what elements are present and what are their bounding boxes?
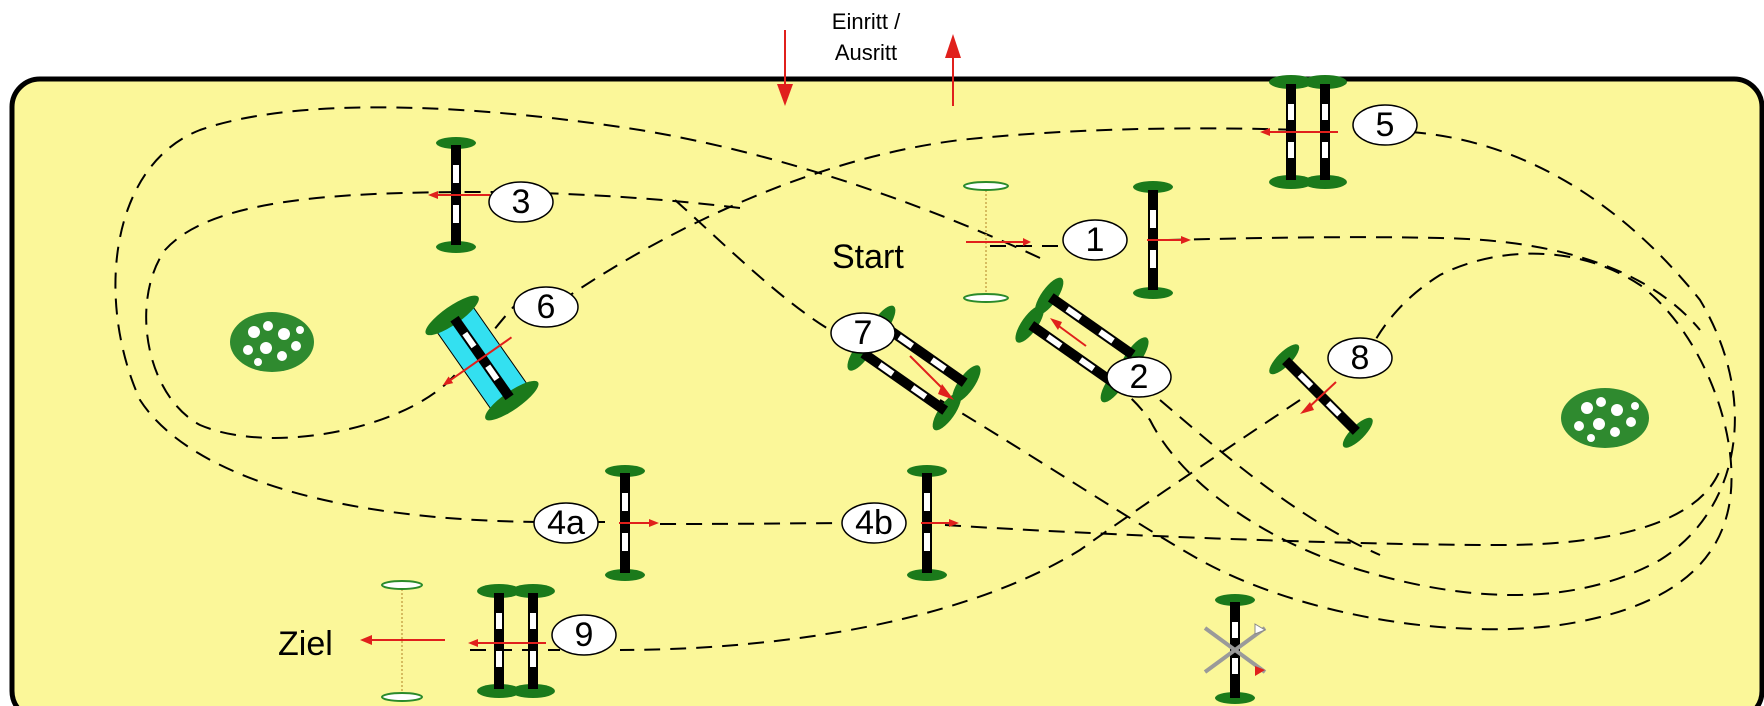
jump-label-8: 8 bbox=[1327, 337, 1393, 379]
entrance-label-line2: Ausritt bbox=[835, 40, 897, 65]
svg-text:5: 5 bbox=[1376, 106, 1395, 144]
jump-5 bbox=[1260, 75, 1347, 189]
svg-text:6: 6 bbox=[537, 288, 556, 326]
arena bbox=[9, 76, 1764, 706]
jump-label-3: 3 bbox=[488, 181, 554, 223]
entry-arrow-icon bbox=[777, 30, 793, 106]
jump-8-direction-arrow bbox=[1300, 381, 1337, 414]
svg-text:3: 3 bbox=[512, 183, 531, 221]
jump-2-direction-arrow bbox=[1050, 318, 1087, 347]
jump-3 bbox=[428, 137, 490, 253]
course-path bbox=[114, 106, 1736, 651]
jump-label-4a: 4a bbox=[533, 502, 599, 544]
jump-7-direction-arrow bbox=[909, 355, 954, 400]
finish-line bbox=[360, 580, 445, 702]
jump-label-1: 1 bbox=[1062, 219, 1128, 261]
svg-text:7: 7 bbox=[854, 314, 873, 352]
flower-bush-right-icon bbox=[1561, 388, 1649, 448]
jump-label-6: 6 bbox=[513, 286, 579, 328]
jump-label-2: 2 bbox=[1106, 356, 1172, 398]
crossed-out-obstacle bbox=[1203, 594, 1267, 704]
svg-text:8: 8 bbox=[1351, 339, 1370, 377]
svg-text:4b: 4b bbox=[855, 504, 893, 542]
jump-label-9: 9 bbox=[551, 614, 617, 656]
svg-text:9: 9 bbox=[575, 616, 594, 654]
svg-text:4a: 4a bbox=[547, 504, 585, 542]
jump-6 bbox=[425, 295, 539, 421]
finish-label: Ziel bbox=[278, 625, 333, 663]
jump-4a bbox=[605, 465, 659, 581]
flower-bush-left-icon bbox=[230, 312, 314, 372]
jump-label-7: 7 bbox=[830, 312, 896, 354]
jump-1 bbox=[1133, 181, 1191, 299]
start-label: Start bbox=[832, 238, 904, 276]
jump-9 bbox=[468, 584, 555, 698]
jump-4b bbox=[907, 465, 959, 581]
svg-text:1: 1 bbox=[1086, 221, 1105, 259]
start-line bbox=[963, 181, 1031, 303]
exit-arrow-icon bbox=[945, 34, 961, 106]
entrance-label-line1: Einritt / bbox=[832, 9, 901, 34]
svg-text:2: 2 bbox=[1130, 358, 1149, 396]
jump-label-5: 5 bbox=[1352, 104, 1418, 146]
jump-label-4b: 4b bbox=[841, 502, 907, 544]
